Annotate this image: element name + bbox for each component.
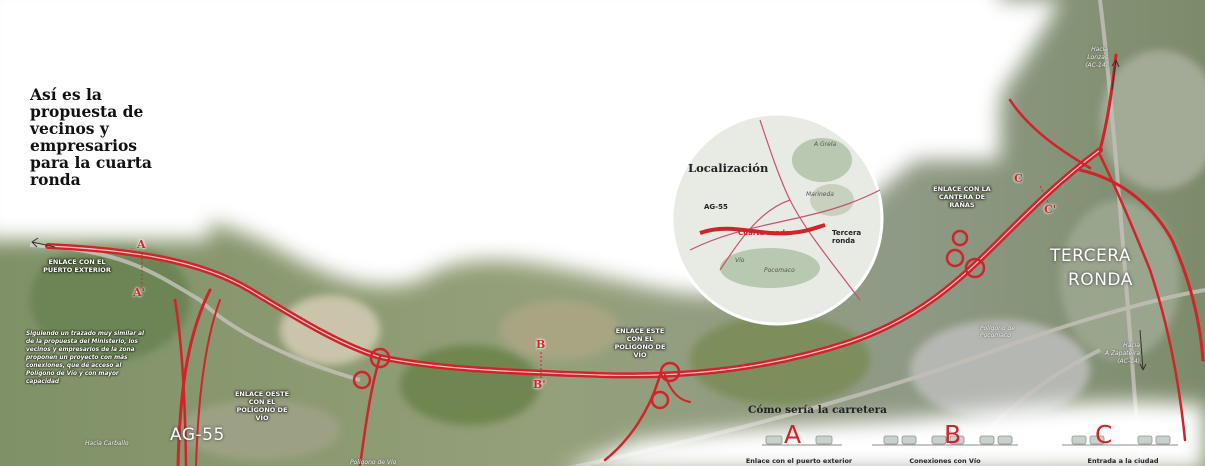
- label-ronda: RONDA: [1068, 270, 1133, 290]
- inset-tercera-line2: ronda: [832, 237, 855, 245]
- direction-arrows: [31, 59, 1147, 371]
- inset-vio: Vío: [735, 257, 745, 264]
- cross-section-diagrams: [762, 435, 1178, 446]
- label-enlace-este-vio: ENLACE ESTE CON EL POLÍGONO DE VÍO: [614, 327, 666, 359]
- label-tercera: TERCERA: [1050, 246, 1131, 266]
- page-title: Así es la propuesta de vecinos y empresa…: [30, 85, 152, 189]
- label-poligono-pocomaco: Polígono de Pocomaco: [980, 325, 1015, 339]
- label-hacia-zapateira: Hacia A Zapateira (AC-14): [1100, 342, 1140, 366]
- label-hacia-lonzas: Hacia Lonzas (AC-14): [1078, 46, 1108, 70]
- inset-ag55: AG-55: [704, 203, 728, 211]
- description-text: Siguiendo un trazado muy similar al de l…: [26, 331, 144, 385]
- hacia-lonzas-line1: Hacia: [1091, 46, 1108, 53]
- marker-c-prime: C': [1044, 203, 1057, 216]
- inset-a-grela: A Grela: [814, 141, 837, 148]
- cross-section-c-caption: Entrada a la ciudad: [1087, 457, 1159, 465]
- label-ag55: AG-55: [170, 425, 225, 445]
- label-poligono-vio: Polígono de Vío: [350, 459, 397, 466]
- hacia-lonzas-line2: Lonzas: [1087, 54, 1108, 61]
- section-lines: [141, 185, 1051, 384]
- cross-section-b: B: [944, 420, 962, 449]
- inset-tercera-ronda: Tercera ronda: [832, 229, 861, 245]
- inset-marineda: Marineda: [806, 191, 834, 198]
- label-enlace-oeste-vio: ENLACE OESTE CON EL POLÍGONO DE VÍO: [234, 390, 290, 422]
- marker-a-prime: A': [133, 286, 145, 299]
- label-enlace-cantera: ENLACE CON LA CANTERA DE RAÑAS: [933, 185, 991, 209]
- hacia-zapateira-line1: Hacia: [1123, 342, 1140, 349]
- hacia-zapateira-line3: (AC-14): [1117, 358, 1140, 365]
- marker-a: A: [137, 238, 146, 251]
- marker-b: B: [536, 338, 546, 351]
- location-inset: [670, 112, 884, 326]
- cross-section-a-caption: Enlace con el puerto exterior: [745, 457, 853, 465]
- inset-pocomaco: Pocomaco: [764, 267, 795, 274]
- label-hacia-carballo: Hacia Carballo: [85, 440, 129, 447]
- inset-cuarta-ronda: Cuarta ronda: [738, 229, 790, 237]
- hacia-zapateira-line2: A Zapateira: [1104, 350, 1140, 357]
- label-enlace-puerto-exterior: ENLACE CON EL PUERTO EXTERIOR: [43, 258, 111, 274]
- hacia-lonzas-line3: (AC-14): [1085, 62, 1108, 69]
- cross-section-b-caption: Conexiones con Vío: [909, 457, 981, 465]
- proposed-route: [45, 53, 1205, 466]
- inset-tercera-line1: Tercera: [832, 229, 862, 237]
- cross-section-title: Cómo sería la carretera: [748, 404, 887, 416]
- inset-title: Localización: [688, 161, 769, 175]
- marker-c: C: [1014, 172, 1023, 185]
- cross-section-a: A: [784, 420, 802, 449]
- cross-section-c: C: [1095, 420, 1113, 449]
- marker-b-prime: B': [533, 378, 546, 391]
